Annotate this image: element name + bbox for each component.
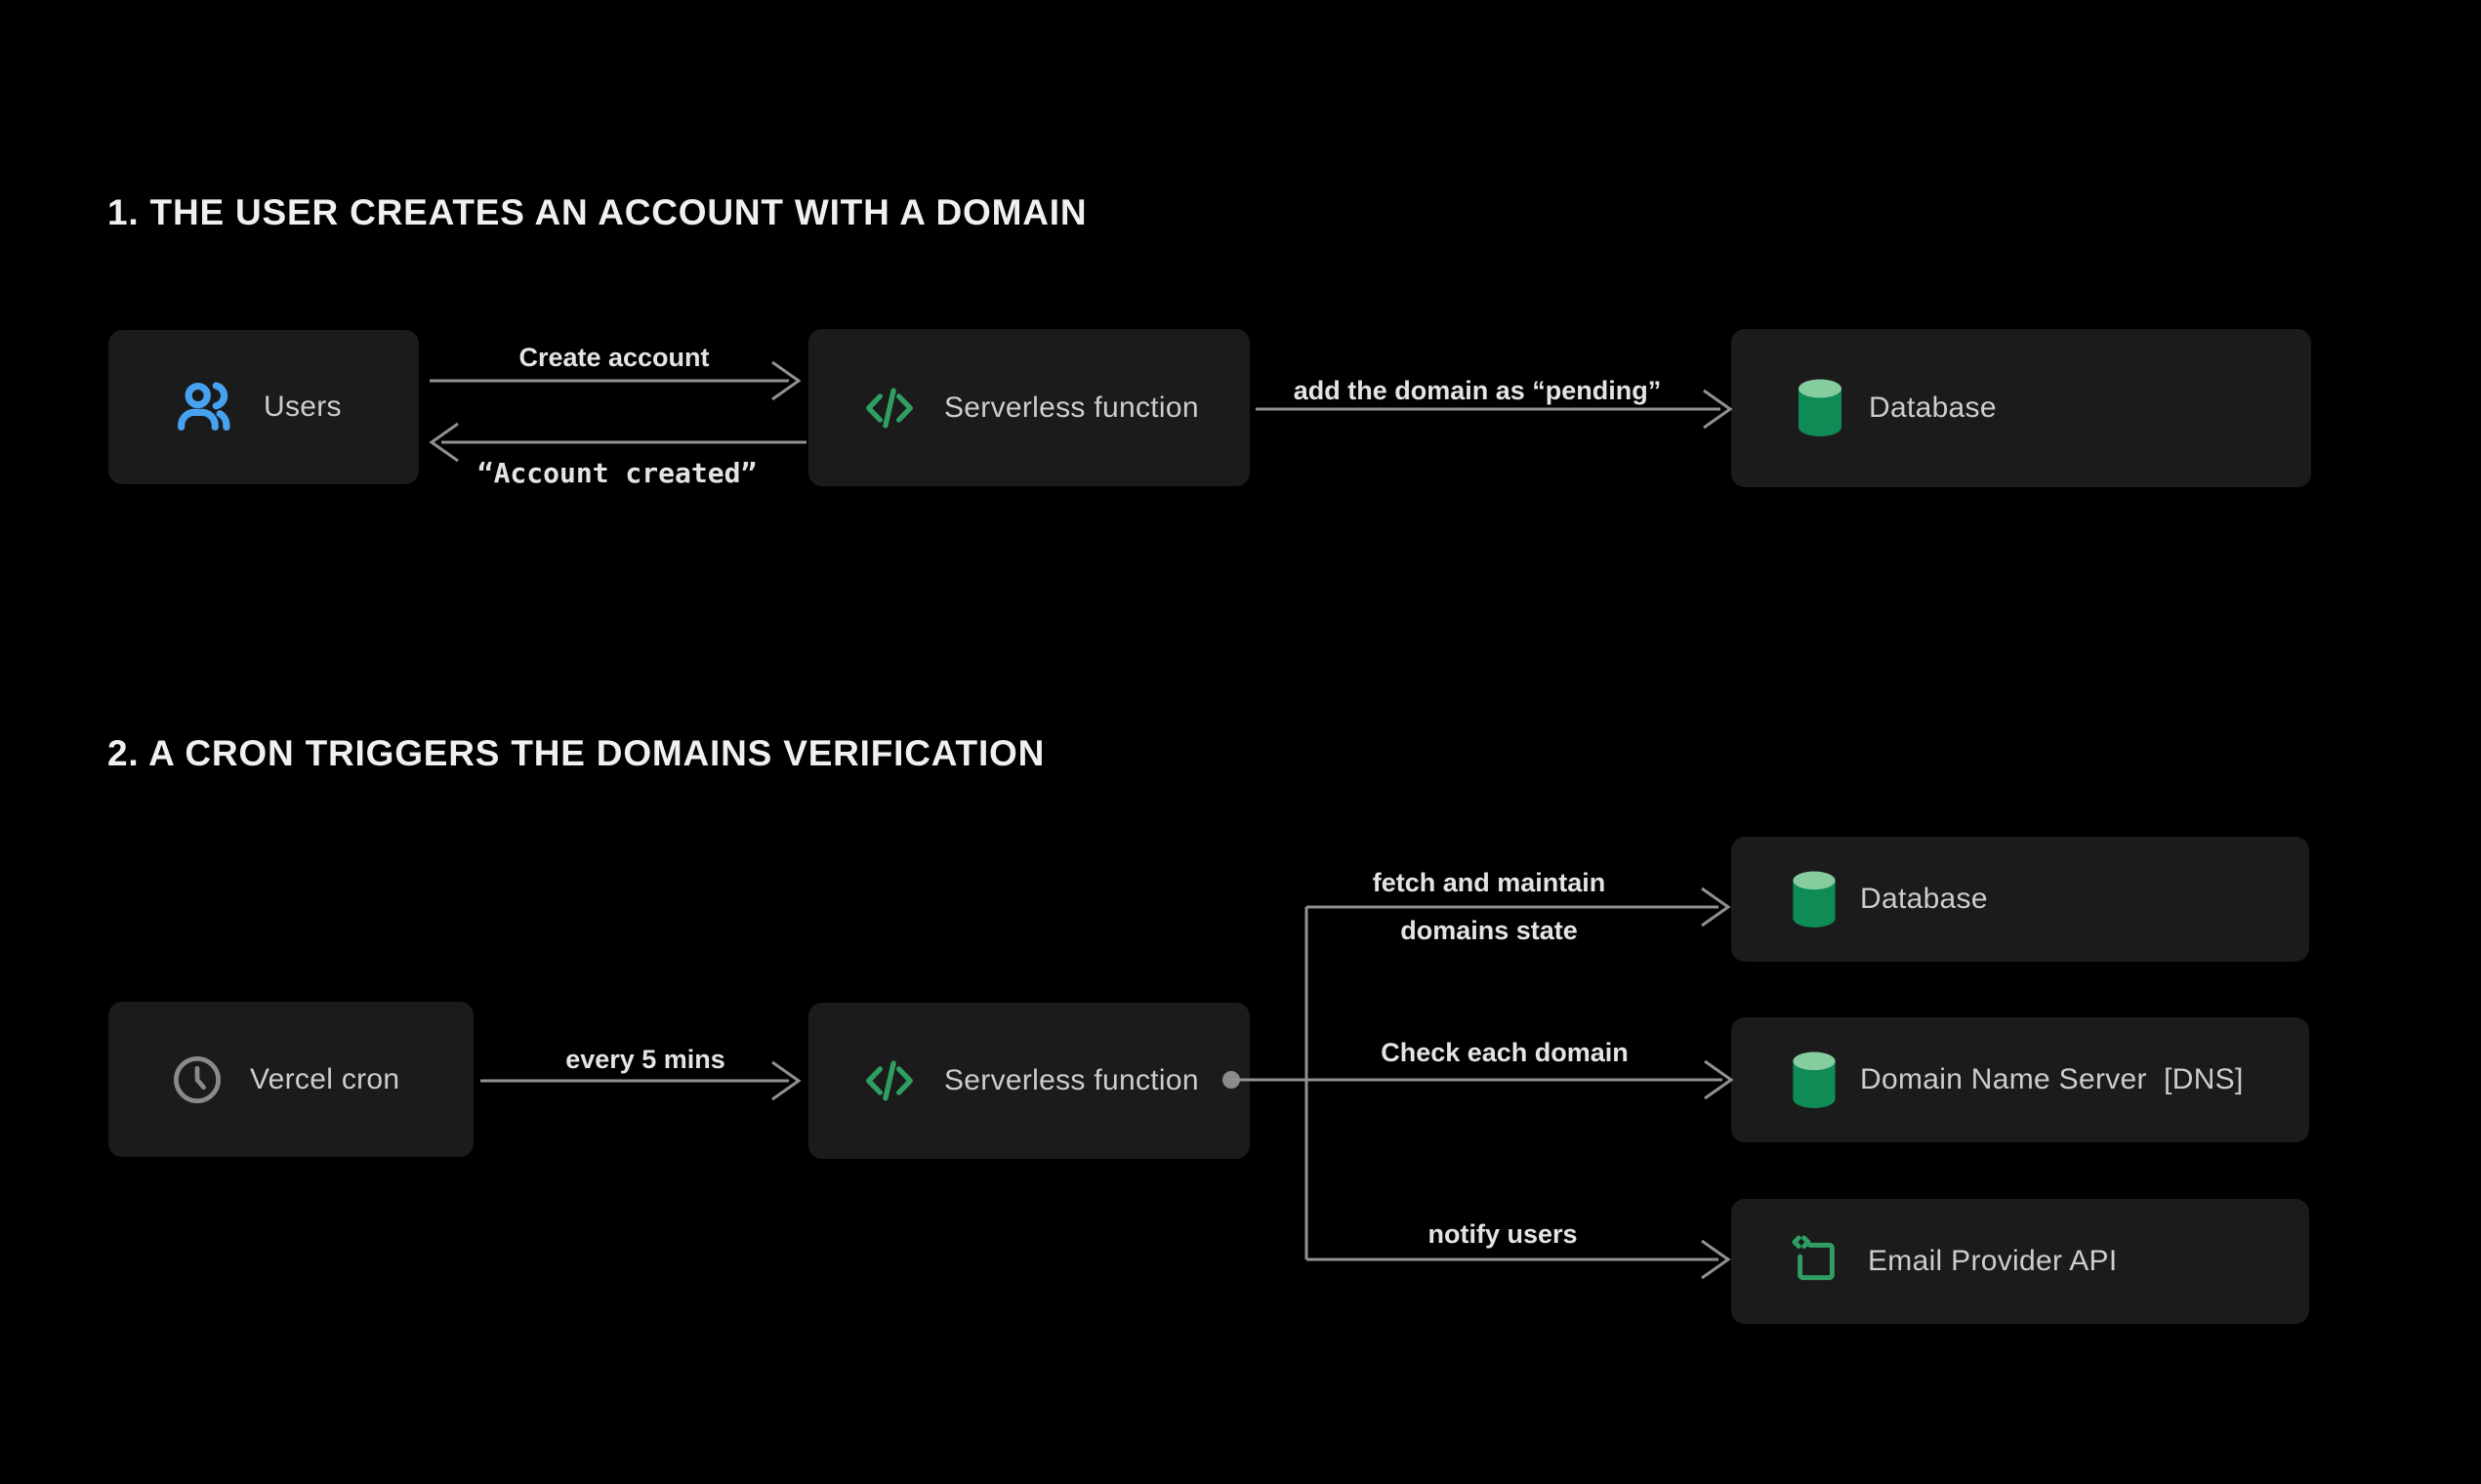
arrowhead-left-icon <box>429 422 459 463</box>
node-label: Domain Name Server [DNS] <box>1860 1063 2244 1095</box>
api-icon <box>1790 1235 1842 1288</box>
node-serverless-function-2: Serverless function <box>808 1003 1250 1159</box>
node-database-1: Database <box>1731 329 2311 487</box>
node-dns: Domain Name Server [DNS] <box>1731 1017 2309 1142</box>
node-label: Database <box>1869 392 1997 424</box>
database-icon <box>1798 379 1842 437</box>
code-icon <box>861 1052 918 1109</box>
node-label: Email Provider API <box>1868 1245 2118 1277</box>
edge-label-check-each-domain: Check each domain <box>1381 1038 1629 1067</box>
edge-label-create-account: Create account <box>518 343 710 372</box>
node-email-provider-api: Email Provider API <box>1731 1199 2309 1324</box>
arrowhead-right-icon <box>1703 389 1733 430</box>
edge-label-account-created: “Account created” <box>476 457 758 489</box>
arrowhead-right-icon <box>1704 1059 1734 1100</box>
clock-icon <box>171 1053 224 1106</box>
arrowhead-right-icon <box>771 1060 802 1101</box>
edge-label-domains-state: domains state <box>1400 916 1578 945</box>
edge-label-fetch-and-maintain: fetch and maintain <box>1372 868 1606 897</box>
edge-label-every-5-mins: every 5 mins <box>565 1045 725 1074</box>
node-serverless-function-1: Serverless function <box>808 329 1250 486</box>
section-1-title: 1. THE USER CREATES AN ACCOUNT WITH A DO… <box>107 192 1088 232</box>
node-label: Vercel cron <box>250 1062 400 1095</box>
code-icon <box>861 380 918 436</box>
arrowhead-right-icon <box>1701 886 1731 928</box>
node-users: Users <box>108 330 419 484</box>
node-label: Database <box>1860 883 1988 915</box>
arrowhead-right-icon <box>1701 1239 1731 1280</box>
section-2-title: 2. A CRON TRIGGERS THE DOMAINS VERIFICAT… <box>107 733 1046 773</box>
node-label: Serverless function <box>944 1064 1199 1096</box>
users-icon <box>177 377 237 437</box>
edge-label-add-domain-pending: add the domain as “pending” <box>1293 376 1662 405</box>
node-vercel-cron: Vercel cron <box>108 1002 474 1157</box>
arrowhead-right-icon <box>771 360 802 401</box>
node-label: Serverless function <box>944 391 1199 424</box>
node-label: Users <box>264 391 342 423</box>
node-database-2: Database <box>1731 837 2309 962</box>
database-icon <box>1792 1051 1837 1109</box>
edge-label-notify-users: notify users <box>1427 1219 1578 1249</box>
database-icon <box>1792 870 1837 928</box>
